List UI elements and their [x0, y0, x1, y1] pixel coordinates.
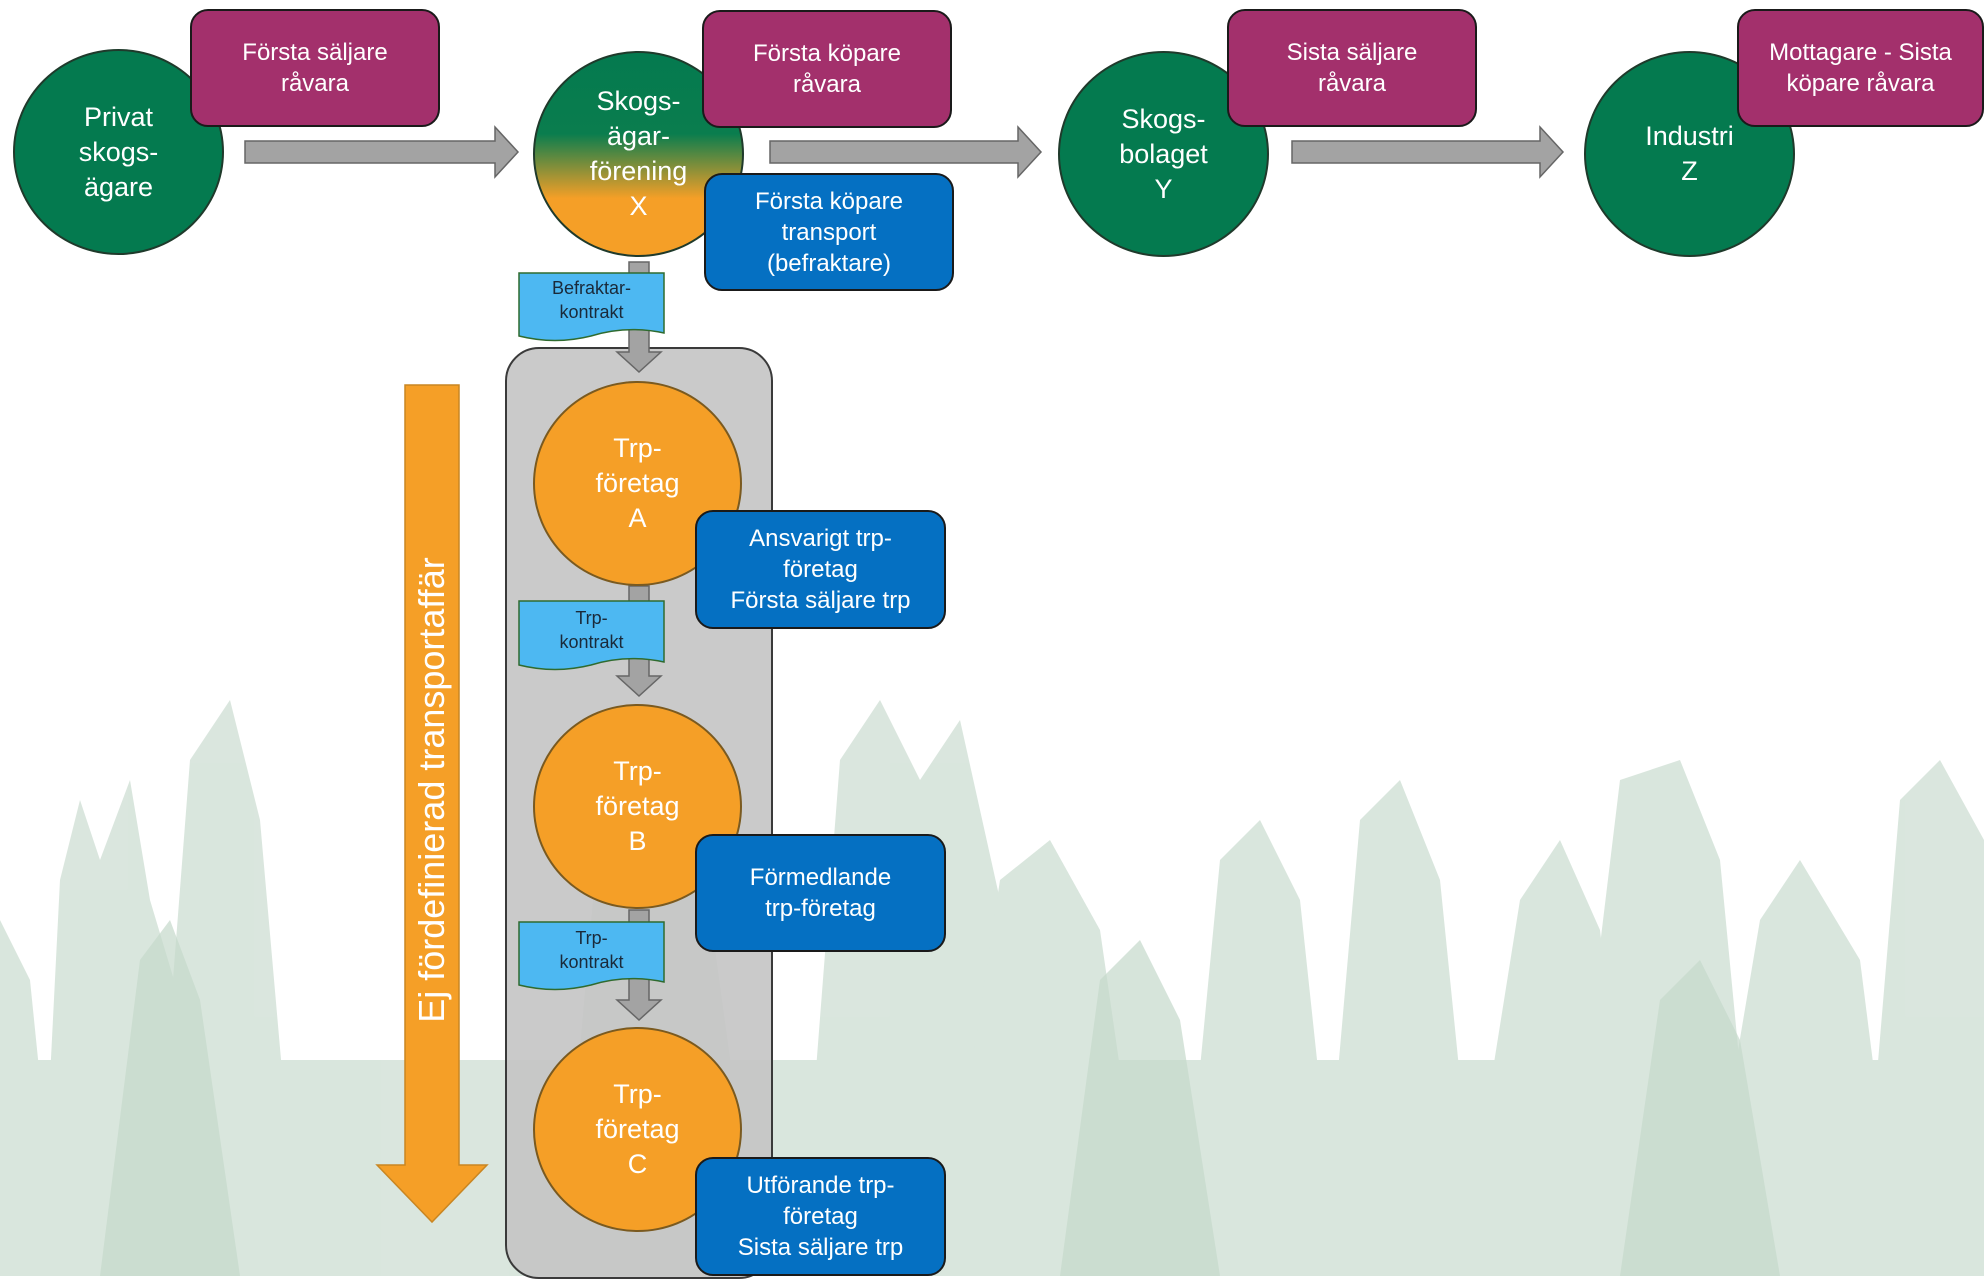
- arrow-right-3: [1291, 125, 1565, 179]
- role-receiver: Mottagare - Sista köpare råvara: [1737, 9, 1984, 127]
- role-last-seller-raw: Sista säljare råvara: [1227, 9, 1477, 127]
- contract-doc-trp2: [518, 921, 665, 991]
- role-first-seller-raw: Första säljare råvara: [190, 9, 440, 127]
- contract-charter-label: Befraktar- kontrakt: [551, 278, 632, 322]
- actor-private-owner: Privat skogs- ägare: [13, 49, 224, 255]
- arrow-right-1: [244, 125, 520, 179]
- role-executing-trp: Utförande trp- företag Sista säljare trp: [695, 1157, 946, 1276]
- role-first-buyer-transport: Första köpare transport (befraktare): [704, 173, 954, 291]
- contract-doc-trp1: [518, 600, 665, 671]
- transport-company-a: Trp- företag A: [533, 381, 742, 586]
- contract-trp1-label: Trp- kontrakt: [559, 608, 624, 652]
- role-responsible-trp: Ansvarigt trp- företag Första säljare tr…: [695, 510, 946, 629]
- role-mediating-trp: Förmedlande trp-företag: [695, 834, 946, 952]
- vertical-transport-label: Ej fördefinierad transportaffär: [411, 557, 452, 1023]
- arrow-right-2: [769, 125, 1043, 179]
- contract-doc-charter: [518, 272, 665, 342]
- orange-down-arrow: [375, 384, 489, 1224]
- actor-company: Skogs- bolaget Y: [1058, 51, 1269, 257]
- contract-trp2-label: Trp- kontrakt: [559, 928, 624, 972]
- role-first-buyer-raw: Första köpare råvara: [702, 10, 952, 128]
